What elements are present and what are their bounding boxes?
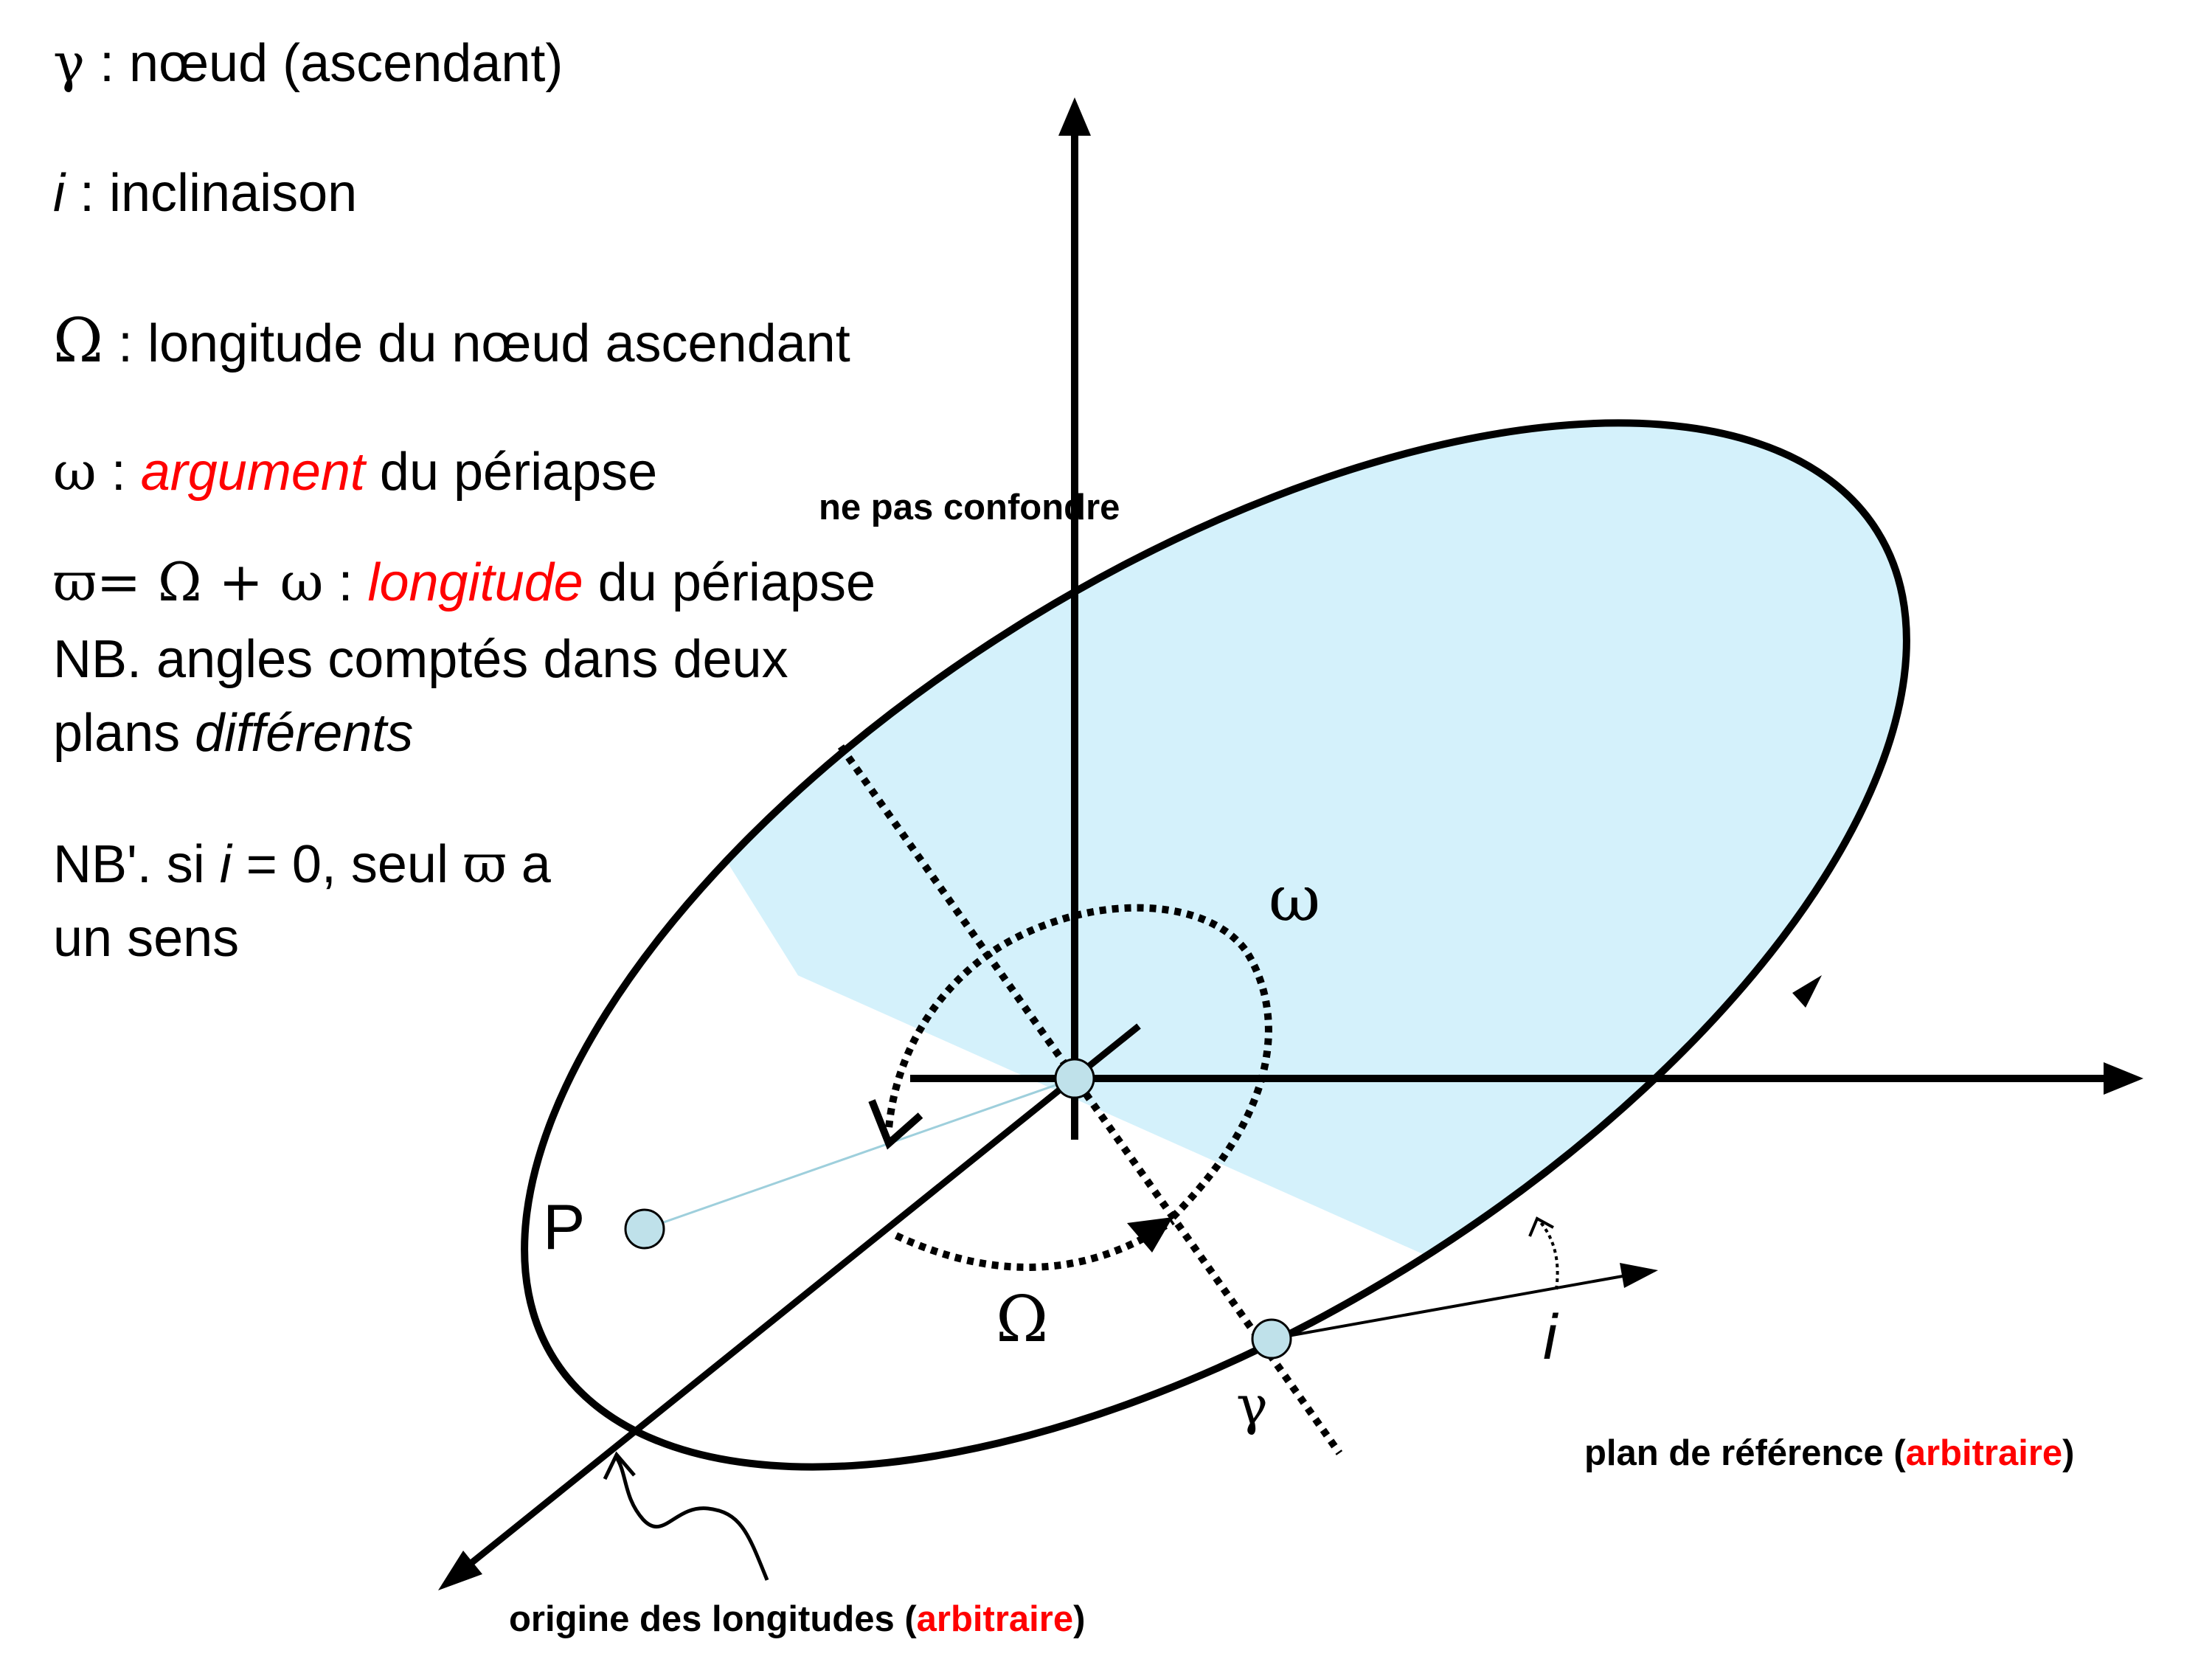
origine-des-longitudes-suffix: ) — [1073, 1599, 1085, 1639]
legend-varpi-highlight: longitude — [367, 553, 583, 612]
origin-pointer-arrowhead — [603, 1451, 636, 1480]
legend-nb2-mid: = 0, seul — [232, 835, 463, 894]
legend-nb1-line2-italic: différents — [195, 704, 413, 763]
periapsis-line — [644, 1077, 1075, 1230]
legend-nb2-suffix: a — [507, 835, 552, 894]
legend-nb1-line1: NB. angles comptés dans deux — [53, 630, 788, 689]
origine-des-longitudes-note: origine des longitudes (arbitraire) — [509, 1599, 1085, 1639]
ne-pas-confondre-note: ne pas confondre — [819, 488, 1120, 527]
ascending-node-point — [1251, 1318, 1292, 1360]
plan-de-reference-note: plan de référence (arbitraire) — [1584, 1433, 2074, 1473]
legend-Omega: Ω : longitude du nœud ascendant — [53, 306, 850, 376]
plan-de-reference-suffix: ) — [2062, 1433, 2074, 1473]
vertical-axis-arrowhead — [1058, 97, 1091, 136]
inclination-arc-arrowhead — [1528, 1216, 1554, 1237]
legend-varpi-rest: du périapse — [583, 553, 876, 612]
legend-omega-rest: du périapse — [365, 443, 657, 502]
legend-omega-symbol: ω — [53, 440, 97, 502]
legend-inclination: i : inclinaison — [53, 164, 357, 223]
inclination-arc — [1537, 1219, 1559, 1290]
central-body-point — [1054, 1058, 1095, 1099]
legend-varpi: ϖ= Ω + ω : longitude du périapse — [53, 551, 876, 613]
legend-nb1-line2-plain: plans — [53, 704, 195, 763]
origine-des-longitudes-arbitraire: arbitraire — [917, 1599, 1073, 1639]
inclination-label: i — [1543, 1302, 1559, 1373]
legend-omega-sep: : — [97, 443, 141, 502]
periapsis-point — [624, 1208, 665, 1250]
legend-nb2-prefix: NB'. si — [53, 835, 220, 894]
legend-gamma: γ : nœud (ascendant) — [53, 32, 563, 94]
omega-arc-arrowhead — [868, 1099, 923, 1150]
omega-arc — [885, 904, 1272, 1220]
inclination-reference-line — [1271, 1275, 1623, 1340]
inclination-reference-arrowhead — [1620, 1263, 1658, 1288]
legend-nb2-i: i — [220, 835, 233, 894]
longitude-origin-axis — [470, 1023, 1141, 1565]
legend-omega-highlight: argument — [141, 443, 367, 502]
legend-nb1-line2: plans différents — [53, 704, 413, 763]
legend-varpi-formula: ϖ= Ω + ω — [53, 551, 323, 613]
reference-plane-axis-arrowhead — [2104, 1062, 2143, 1095]
orbit-ellipse — [521, 419, 1910, 1471]
orbit-direction-arrow — [1792, 975, 1822, 1008]
legend-nb2-line1: NB'. si i = 0, seul ϖ a — [53, 833, 552, 895]
omega-arc-label: ω — [1269, 862, 1320, 936]
legend-Omega-symbol: Ω — [53, 306, 103, 376]
periapsis-label: P — [543, 1192, 585, 1263]
legend-inclination-symbol: i — [53, 164, 66, 223]
origin-pointer-curve — [614, 1455, 769, 1581]
Omega-arc-label: Ω — [996, 1283, 1048, 1357]
longitude-origin-arrowhead — [438, 1551, 482, 1590]
legend-nb2-varpi: ϖ — [463, 833, 507, 895]
legend-Omega-text: : longitude du nœud ascendant — [103, 314, 850, 373]
legend-varpi-sep: : — [323, 553, 367, 612]
legend-omega: ω : argument du périapse — [53, 440, 657, 502]
origine-des-longitudes-prefix: origine des longitudes ( — [509, 1599, 917, 1639]
plan-de-reference-arbitraire: arbitraire — [1906, 1433, 2062, 1473]
Omega-arc-arrowhead — [1127, 1217, 1173, 1253]
legend-gamma-symbol: γ — [53, 32, 85, 94]
legend-inclination-text: : inclinaison — [65, 164, 357, 223]
plan-de-reference-prefix: plan de référence ( — [1584, 1433, 1906, 1473]
Omega-arc — [894, 1217, 1175, 1271]
gamma-node-label: γ — [1236, 1374, 1268, 1436]
legend-nb2-line2: un sens — [53, 909, 239, 968]
legend-gamma-text: : nœud (ascendant) — [85, 34, 563, 93]
